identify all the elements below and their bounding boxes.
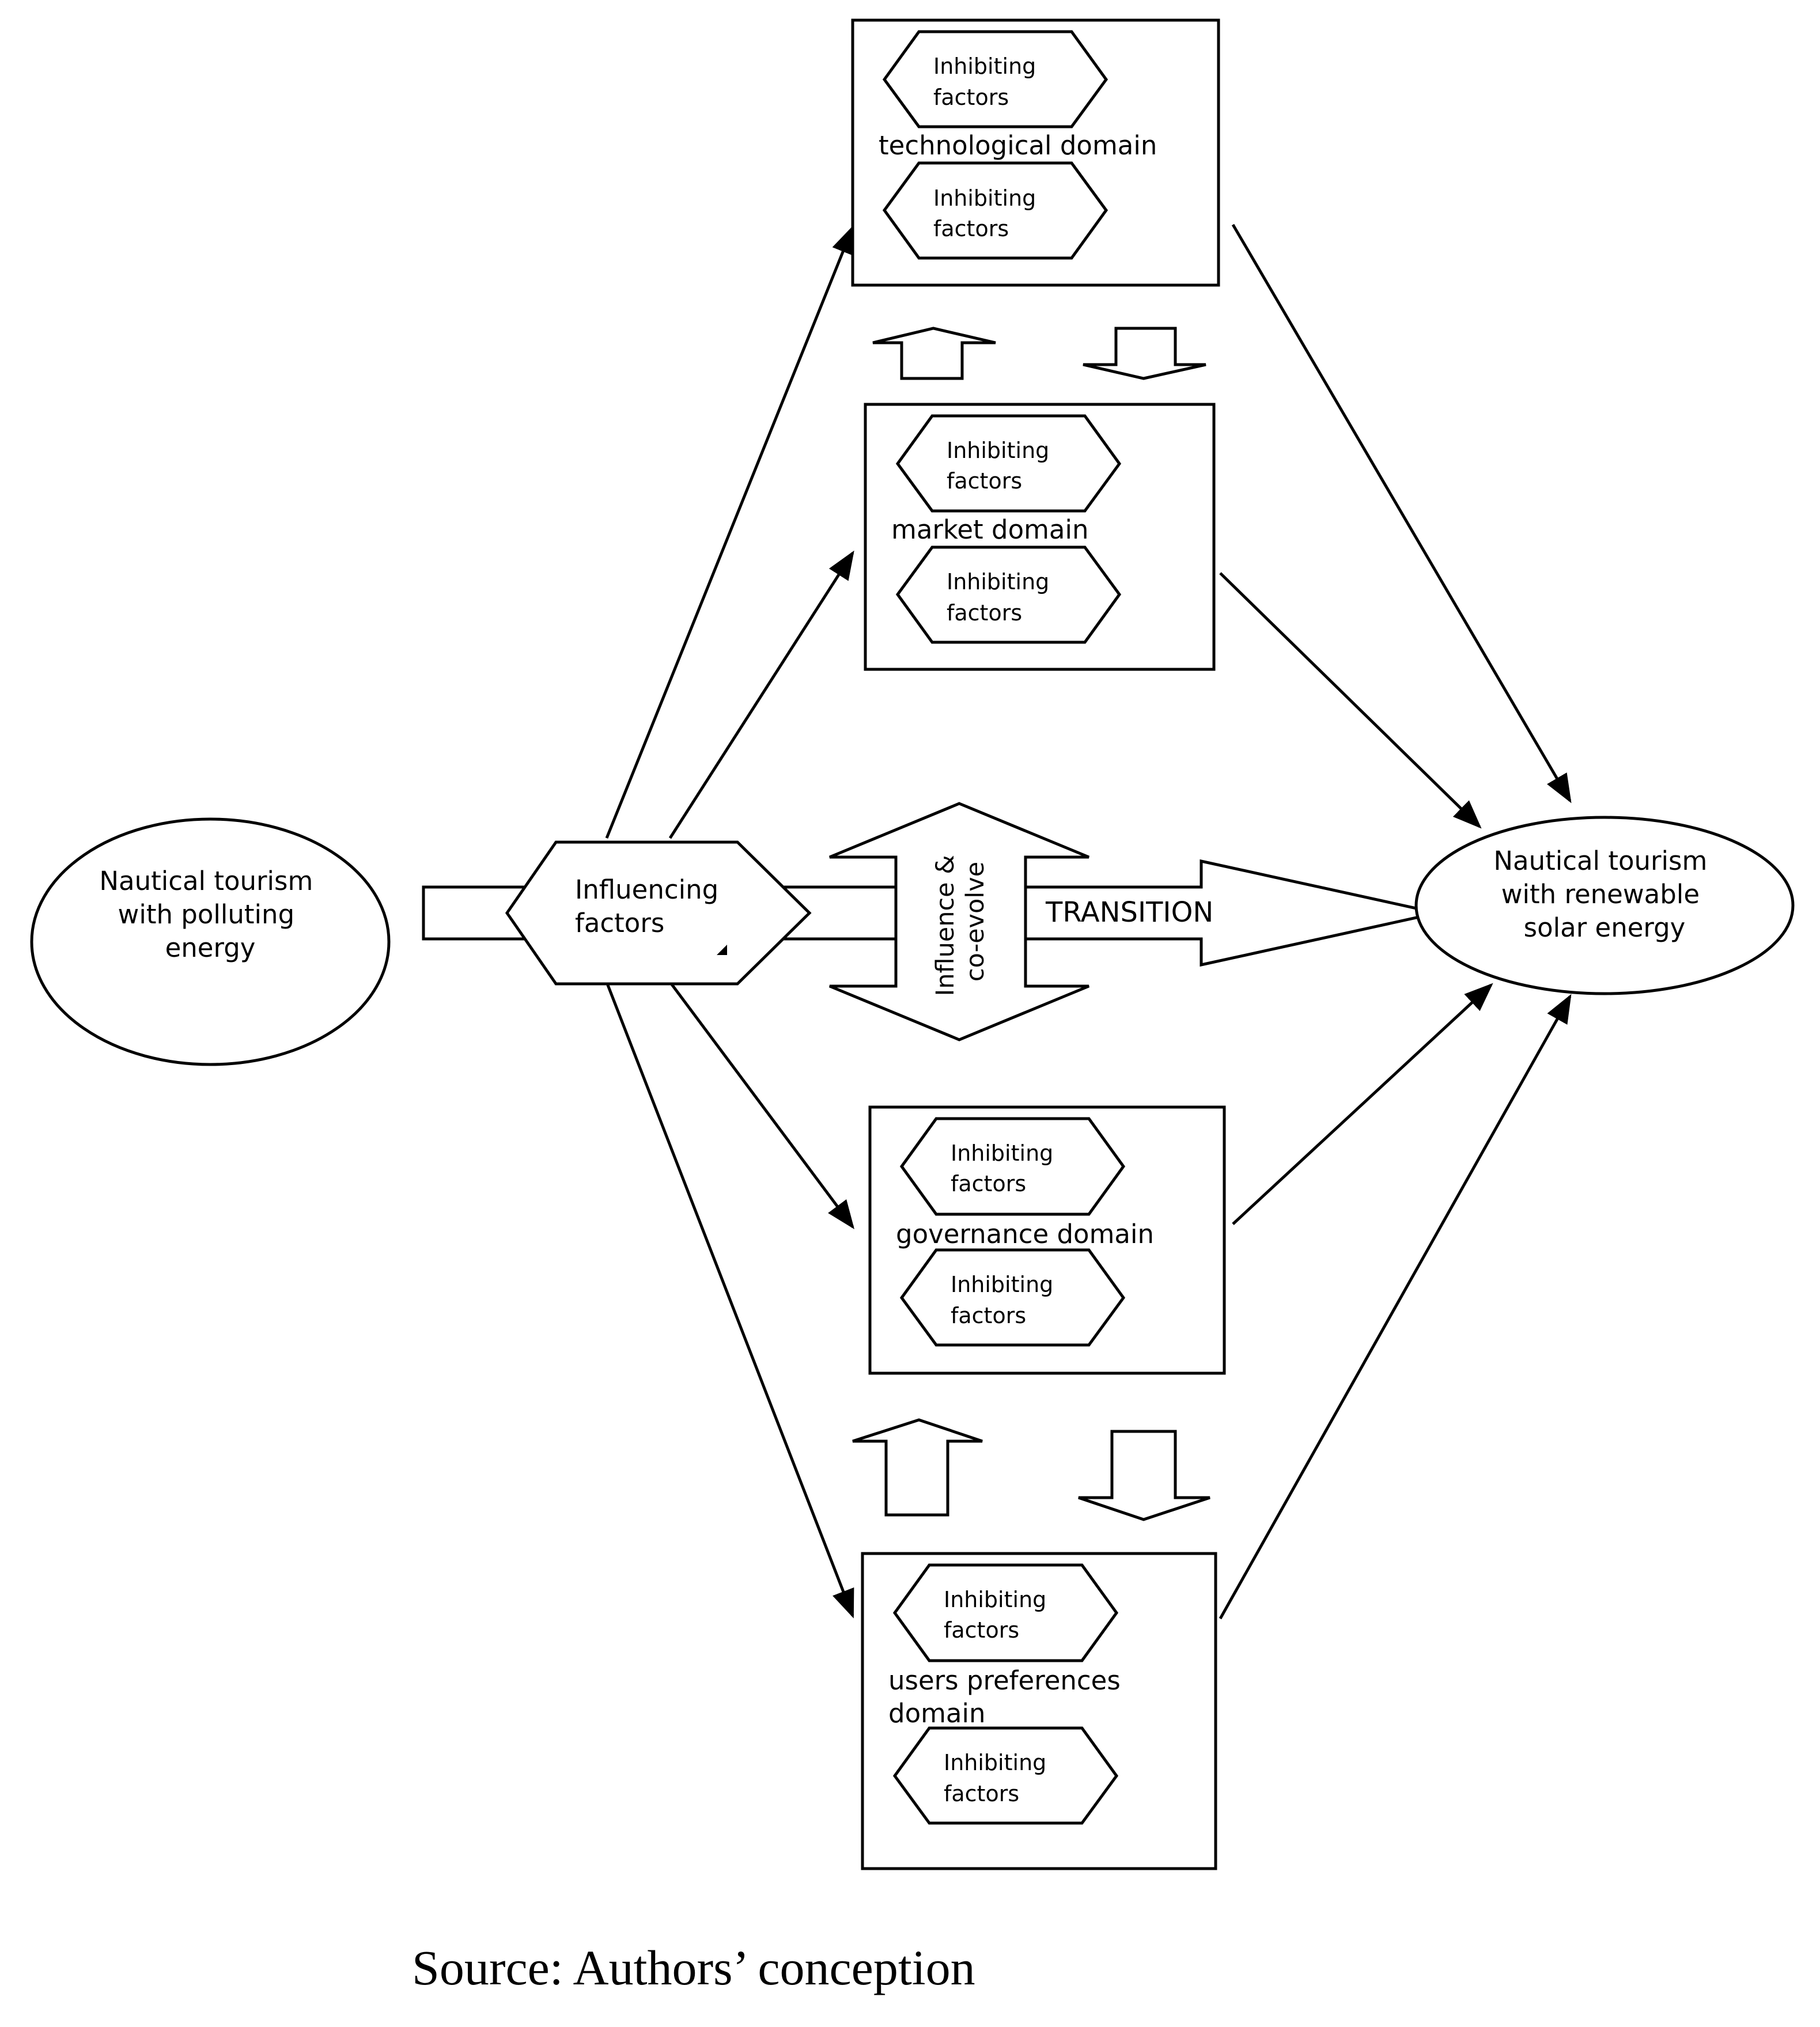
arrow-to-users [605, 982, 854, 1619]
inhibiting-label: Inhibiting [933, 185, 1036, 211]
inhibiting-label: factors [933, 216, 1009, 241]
domain-label: market domain [891, 514, 1089, 545]
start-state: Nautical tourism with polluting energy [30, 817, 391, 1066]
coevolve-line-1: Influence & [931, 855, 960, 996]
block-arrow-down [1078, 1430, 1210, 1521]
inhibiting-label: factors [944, 1617, 1019, 1643]
inhibiting-label: Inhibiting [951, 1272, 1053, 1297]
svg-text:Inhibiting factors: Inhibiting factors [933, 185, 1043, 241]
svg-text:Inhibiting factors: Inhibiting factors [944, 1587, 1053, 1643]
svg-text:Nautical tourism with re: Nautical tourism with renewable solar en… [1493, 846, 1715, 943]
small-triangle-mark [717, 945, 727, 955]
arrow-technological-to-end [1231, 223, 1572, 804]
arrow-users-to-end [1219, 994, 1572, 1620]
inhibiting-label: factors [951, 1171, 1026, 1196]
domain-label: technological domain [879, 130, 1157, 161]
svg-text:Influencing factors: Influencing factors [575, 874, 727, 938]
end-state-line-1: Nautical tourism [1493, 846, 1707, 876]
inhibiting-label: factors [947, 600, 1022, 626]
influencing-factors: Influencing factors [505, 840, 812, 986]
end-state-line-2: with renewable [1501, 879, 1700, 910]
block-arrow-up [852, 1418, 983, 1517]
svg-text:Influence & co-evolve: Influence & co-evolve [931, 847, 990, 997]
svg-text:Nautical tourism with po: Nautical tourism with polluting energy [99, 866, 321, 963]
start-state-line-2: with polluting [118, 899, 295, 930]
domain-technological: Inhibiting factors technological domain … [851, 18, 1220, 287]
transition-label: TRANSITION [1045, 896, 1213, 929]
end-state-line-3: solar energy [1524, 912, 1686, 943]
influencing-line-2: factors [575, 908, 664, 938]
domain-label: domain [888, 1698, 986, 1729]
inhibiting-label: Inhibiting [944, 1750, 1046, 1775]
block-arrow-down [1083, 327, 1206, 380]
arrow-to-technological [605, 225, 854, 839]
start-state-line-3: energy [165, 933, 256, 963]
inhibiting-label: factors [933, 85, 1009, 110]
svg-text:Inhibiting factors: Inhibiting factors [947, 569, 1056, 626]
domain-governance: Inhibiting factors governance domain Inh… [868, 1105, 1226, 1375]
coevolve-double-arrow: Influence & co-evolve [829, 802, 1089, 1041]
svg-text:users preferences domain: users preferences domain [888, 1665, 1129, 1729]
arrow-to-market [668, 550, 854, 839]
inhibiting-label: factors [944, 1781, 1019, 1806]
inhibiting-label: factors [951, 1303, 1026, 1328]
arrow-to-governance [668, 981, 854, 1230]
domain-users-preferences: Inhibiting factors users preferences dom… [861, 1552, 1217, 1870]
end-state: Nautical tourism with renewable solar en… [1414, 816, 1795, 995]
inhibiting-label: factors [947, 468, 1022, 494]
domain-label: governance domain [896, 1219, 1154, 1249]
domain-market: Inhibiting factors market domain Inhibit… [864, 403, 1216, 671]
inhibiting-label: Inhibiting [947, 438, 1049, 463]
inhibiting-label: Inhibiting [947, 569, 1049, 594]
source-caption: Source: Authors’ conception [412, 1940, 975, 1995]
block-arrow-up [872, 327, 996, 380]
start-state-line-1: Nautical tourism [99, 866, 313, 896]
arrow-market-to-end [1219, 572, 1482, 829]
svg-text:Inhibiting factors: Inhibiting factors [951, 1141, 1060, 1196]
inhibiting-label: Inhibiting [951, 1141, 1053, 1166]
inhibiting-label: Inhibiting [933, 54, 1036, 79]
domain-label: users preferences [888, 1665, 1121, 1696]
arrow-governance-to-end [1232, 983, 1493, 1225]
svg-text:Inhibiting factors: Inhibiting factors [947, 438, 1056, 494]
svg-text:Inhibiting factors: Inhibiting factors [933, 54, 1043, 110]
svg-text:Inhibiting factors: Inhibiting factors [951, 1272, 1060, 1328]
influencing-line-1: Influencing [575, 874, 718, 905]
inhibiting-label: Inhibiting [944, 1587, 1046, 1612]
coevolve-line-2: co-evolve [961, 862, 990, 982]
svg-text:Inhibiting factors: Inhibiting factors [944, 1750, 1053, 1806]
